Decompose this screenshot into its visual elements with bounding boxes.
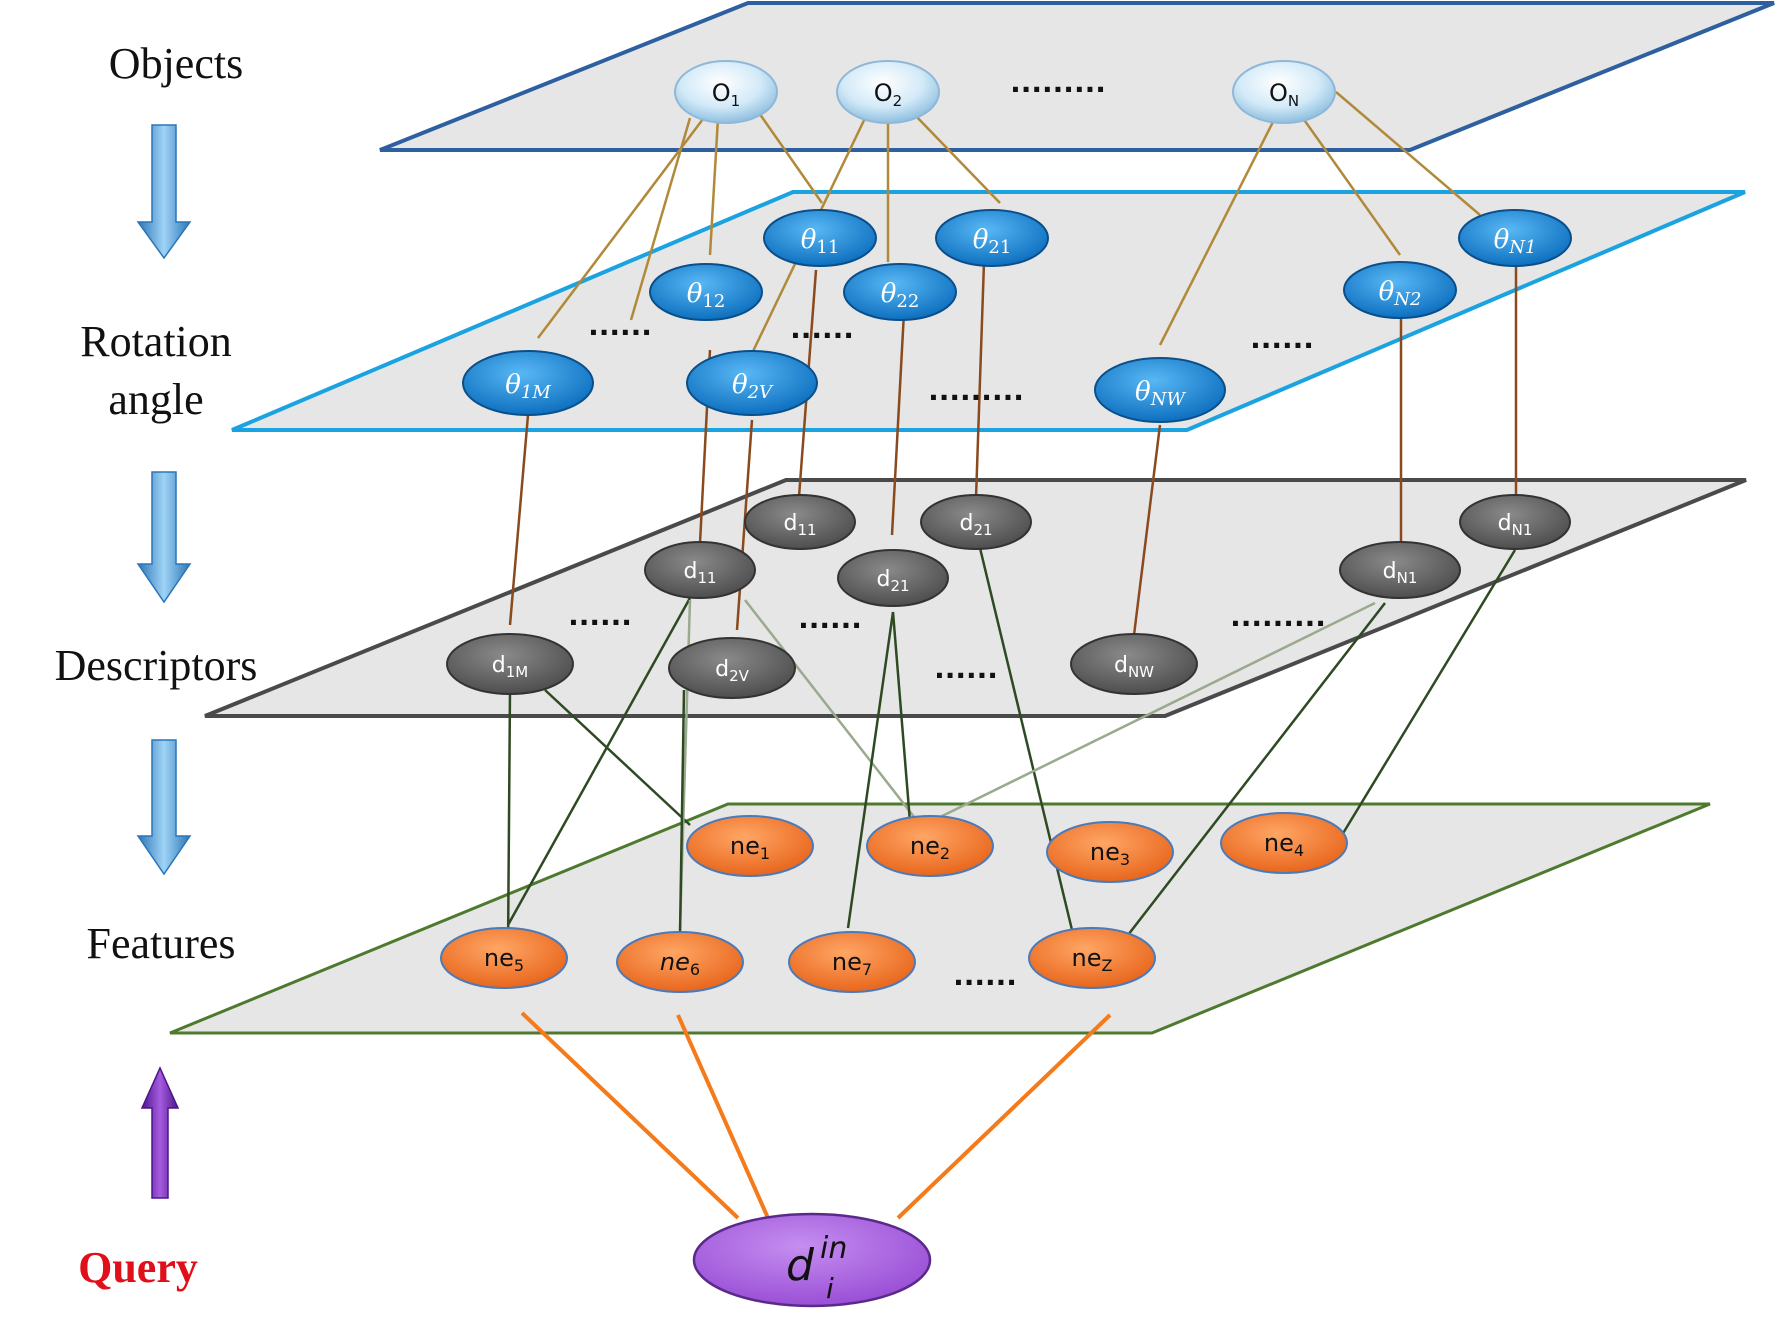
svg-text:θ1M: θ1M xyxy=(505,370,551,403)
descriptor-node: d2V xyxy=(668,637,796,699)
layer-label-angle: angle xyxy=(108,375,203,424)
svg-text:d21: d21 xyxy=(876,567,909,595)
descriptor-node: d11 xyxy=(744,494,856,550)
ellipsis-descriptors-4: ......... xyxy=(1230,600,1326,633)
layer-label-objects: Objects xyxy=(109,39,243,88)
svg-text:i: i xyxy=(826,1272,834,1305)
object-node: O1 xyxy=(674,60,778,124)
angle-node: θN1 xyxy=(1458,209,1572,267)
object-angle-edges xyxy=(537,91,1481,369)
ellipsis-angles-1: ...... xyxy=(588,309,652,342)
descriptor-node: dN1 xyxy=(1339,541,1461,599)
svg-text:O1: O1 xyxy=(712,79,740,110)
descriptor-node: dN1 xyxy=(1459,494,1571,550)
down-arrow-icon xyxy=(136,124,192,260)
angle-node: θ11 xyxy=(763,209,877,267)
svg-text:θN1: θN1 xyxy=(1494,225,1537,258)
svg-text:dNW: dNW xyxy=(1114,653,1154,681)
descriptors-plane xyxy=(204,478,1747,718)
svg-text:neZ: neZ xyxy=(1072,944,1113,975)
feature-node: ne3 xyxy=(1046,821,1174,883)
query-feature-edges xyxy=(520,1011,1112,1220)
svg-text:d11: d11 xyxy=(683,559,716,587)
svg-text:O2: O2 xyxy=(874,79,902,110)
descriptor-node: d21 xyxy=(920,494,1032,550)
angle-node: θ2V xyxy=(686,350,818,416)
descriptor-node: d21 xyxy=(837,549,949,607)
layer-label-rotation: Rotation xyxy=(80,317,232,366)
angle-node: θNW xyxy=(1094,357,1226,423)
feature-node: ne1 xyxy=(686,815,814,877)
down-arrow-icon xyxy=(136,471,192,604)
ellipsis-angles-2: ...... xyxy=(790,312,854,345)
query-node: d i in xyxy=(692,1212,932,1308)
layer-label-descriptors: Descriptors xyxy=(55,641,258,690)
descriptor-node: d11 xyxy=(644,541,756,599)
svg-text:θNW: θNW xyxy=(1135,377,1186,410)
svg-text:d1M: d1M xyxy=(492,653,528,681)
angle-node: θ22 xyxy=(843,263,957,321)
svg-text:d2V: d2V xyxy=(715,657,750,685)
angle-node: θ1M xyxy=(462,350,594,416)
feature-node: ne7 xyxy=(788,931,916,993)
svg-text:dN1: dN1 xyxy=(1383,559,1418,587)
svg-text:θ21: θ21 xyxy=(973,225,1012,258)
object-node: ON xyxy=(1232,60,1336,124)
feature-node: ne5 xyxy=(440,927,568,989)
svg-text:θ12: θ12 xyxy=(687,279,726,312)
svg-text:ne1: ne1 xyxy=(730,832,770,863)
svg-text:θN2: θN2 xyxy=(1379,277,1422,310)
ellipsis-descriptors-1: ...... xyxy=(568,599,632,632)
svg-text:ne2: ne2 xyxy=(910,832,950,863)
svg-text:ne7: ne7 xyxy=(832,948,872,979)
ellipsis-objects: ......... xyxy=(1010,66,1106,99)
feature-node: ne6 xyxy=(616,931,744,993)
descriptor-node: dNW xyxy=(1070,633,1198,695)
layer-label-query: Query xyxy=(78,1243,198,1292)
svg-text:θ11: θ11 xyxy=(801,225,840,258)
svg-text:dN1: dN1 xyxy=(1498,511,1533,539)
ellipsis-angles-3: ......... xyxy=(928,374,1024,407)
descriptor-node: d1M xyxy=(446,633,574,695)
feature-node: ne4 xyxy=(1220,812,1348,874)
angle-node: θ12 xyxy=(649,263,763,321)
feature-node: ne2 xyxy=(866,815,994,877)
feature-node: neZ xyxy=(1028,927,1156,989)
svg-text:θ22: θ22 xyxy=(881,279,920,312)
svg-text:in: in xyxy=(820,1231,847,1266)
svg-text:ne4: ne4 xyxy=(1264,829,1304,860)
svg-text:ne6: ne6 xyxy=(660,948,700,979)
svg-text:θ2V: θ2V xyxy=(732,370,774,403)
svg-text:d11: d11 xyxy=(783,511,816,539)
rotation-angle-plane xyxy=(231,190,1746,432)
ellipsis-descriptors-2: ...... xyxy=(798,602,862,635)
svg-text:d21: d21 xyxy=(959,511,992,539)
layer-label-features: Features xyxy=(86,919,235,968)
svg-text:ne3: ne3 xyxy=(1090,838,1130,869)
svg-text:ne5: ne5 xyxy=(484,944,524,975)
svg-text:d: d xyxy=(786,1240,815,1291)
ellipsis-angles-4: ...... xyxy=(1250,322,1314,355)
angle-node: θ21 xyxy=(935,209,1049,267)
ellipsis-features: ...... xyxy=(953,959,1017,992)
up-arrow-icon xyxy=(140,1066,180,1199)
ellipsis-descriptors-3: ...... xyxy=(934,652,998,685)
angle-descriptor-edges xyxy=(508,261,1518,636)
svg-text:ON: ON xyxy=(1269,79,1299,110)
angle-node: θN2 xyxy=(1343,261,1457,319)
object-node: O2 xyxy=(836,60,940,124)
down-arrow-icon xyxy=(136,739,192,876)
